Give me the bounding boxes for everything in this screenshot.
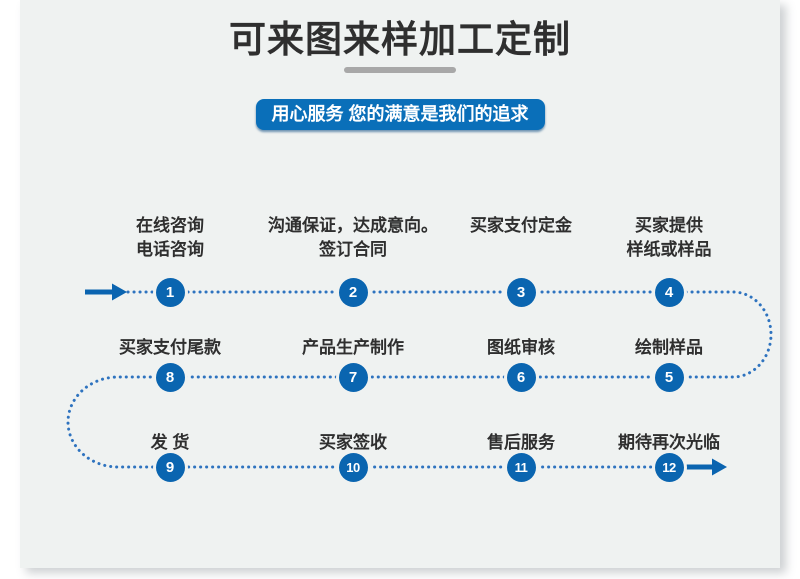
step-number-badge: 8 <box>155 362 185 392</box>
step-number-badge: 4 <box>654 277 684 307</box>
step-label: 买家提供 样纸或样品 <box>626 216 712 259</box>
step-number-badge: 10 <box>338 452 368 482</box>
step-label: 买家支付定金 <box>470 216 572 235</box>
end-arrow-icon <box>686 458 727 476</box>
step-label: 在线咨询 电话咨询 <box>136 216 204 259</box>
flow-dotted-path <box>66 290 773 469</box>
slogan-badge-wrap: 用心服务 您的满意是我们的追求 <box>20 99 780 130</box>
step-number-badge: 6 <box>506 362 536 392</box>
step-label: 买家支付尾款 <box>119 338 221 357</box>
step-label: 图纸审核 <box>487 338 555 357</box>
step-number-badge: 5 <box>654 362 684 392</box>
flow-diagram <box>66 283 773 476</box>
start-arrow-icon <box>85 283 127 301</box>
title-underline <box>344 67 456 73</box>
step-label: 沟通保证，达成意向。 签订合同 <box>268 216 438 259</box>
promo-card: 可来图来样加工定制 用心服务 您的满意是我们的追求 在线咨询 电话咨询 1 沟通… <box>20 0 780 568</box>
page-title: 可来图来样加工定制 <box>229 19 571 60</box>
step-number-badge: 7 <box>338 362 368 392</box>
slogan-badge: 用心服务 您的满意是我们的追求 <box>255 99 545 130</box>
step-number-badge: 3 <box>506 277 536 307</box>
step-label: 期待再次光临 <box>618 433 720 452</box>
step-number-badge: 2 <box>338 277 368 307</box>
step-label: 绘制样品 <box>635 338 703 357</box>
step-label: 产品生产制作 <box>302 338 404 357</box>
step-label: 发 货 <box>150 433 190 452</box>
step-number-badge: 1 <box>155 277 185 307</box>
step-number-badge: 12 <box>654 452 684 482</box>
step-number-badge: 11 <box>506 452 536 482</box>
step-number-badge: 9 <box>155 452 185 482</box>
step-label: 买家签收 <box>319 433 387 452</box>
step-label: 售后服务 <box>487 433 555 452</box>
